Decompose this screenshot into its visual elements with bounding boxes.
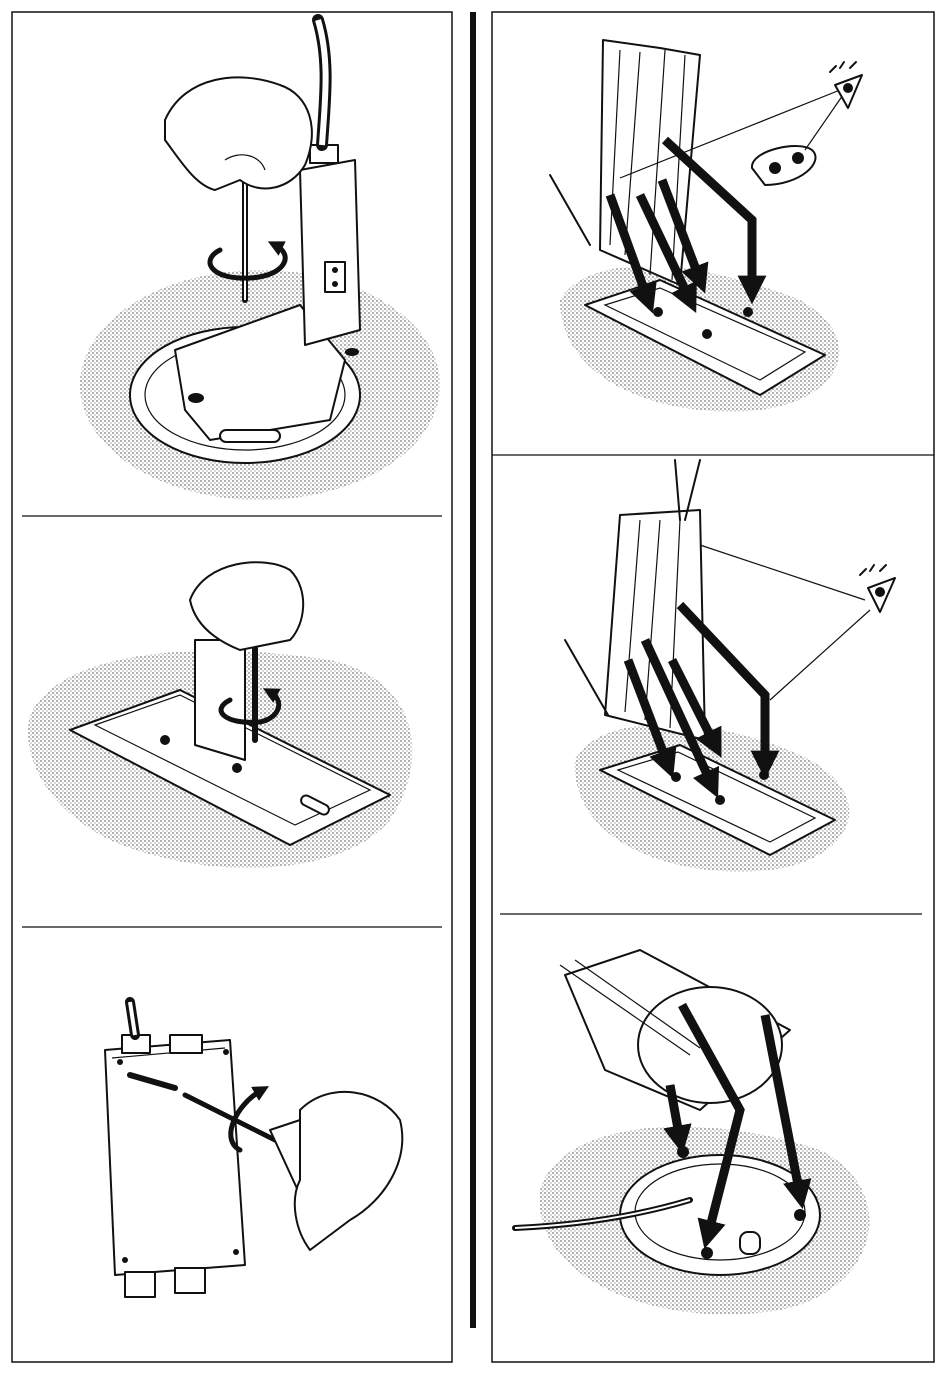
panel-1-illustration (80, 20, 440, 500)
inspect-eye-icon (830, 62, 862, 108)
panel-2-illustration (28, 562, 412, 868)
column-separator (470, 12, 476, 1328)
inspect-eye-icon (860, 565, 895, 612)
panel-5-illustration (565, 460, 895, 872)
panel-6-illustration (515, 950, 869, 1314)
panel-4-illustration (550, 40, 862, 412)
panel-3-illustration (105, 1002, 402, 1297)
